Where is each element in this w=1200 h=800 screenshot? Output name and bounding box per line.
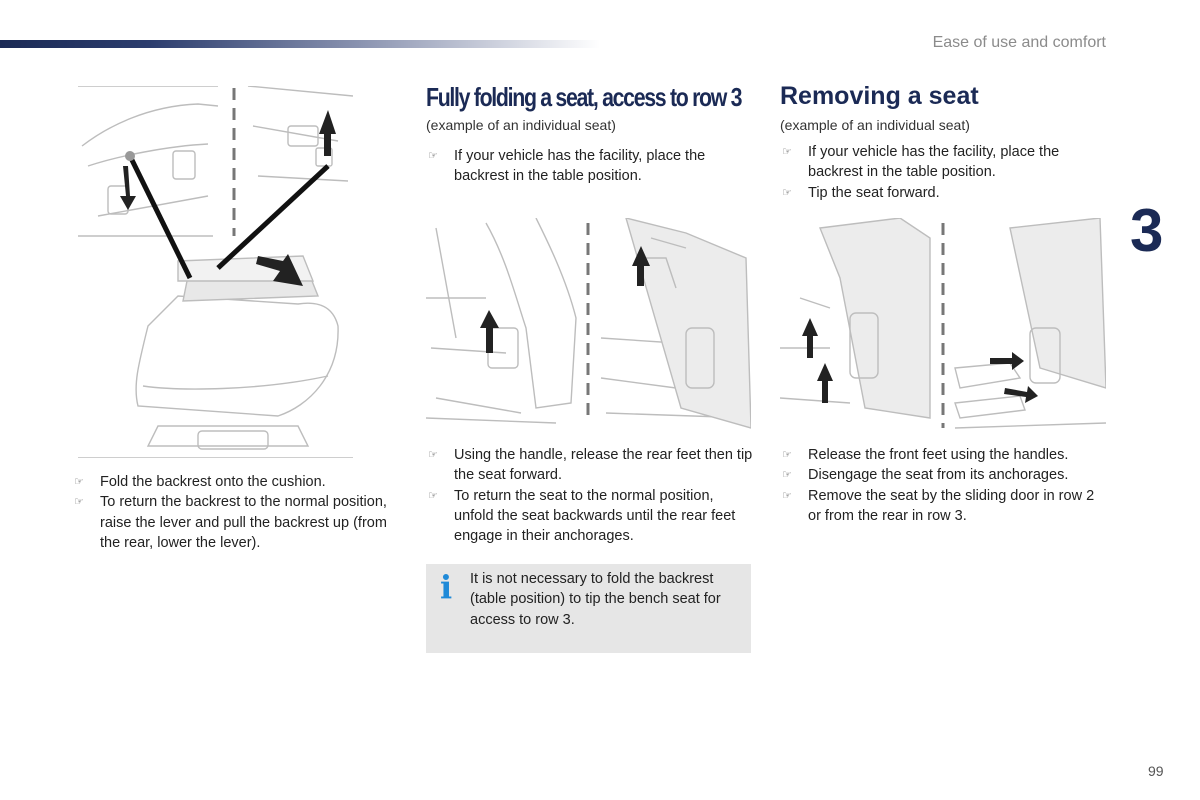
list-item: ☞ Release the front feet using the handle… — [780, 445, 1100, 465]
bullet-pointer-icon: ☞ — [782, 146, 792, 158]
section-heading-fold-seat: Fully folding a seat, access to row 3 — [426, 82, 743, 112]
bullet-pointer-icon: ☞ — [74, 496, 84, 509]
list-item: ☞ Tip the seat forward. — [780, 183, 1100, 203]
illustration-remove-seat — [780, 218, 1106, 429]
header-gradient-bar — [0, 40, 600, 48]
info-icon: i — [440, 568, 453, 606]
illustration-fold-backrest — [78, 86, 353, 458]
middle-bullets-top: ☞ If your vehicle has the facility, place… — [426, 146, 746, 187]
bullet-pointer-icon: ☞ — [428, 489, 438, 502]
bullet-pointer-icon: ☞ — [782, 186, 792, 199]
list-item: ☞ Fold the backrest onto the cushion. — [72, 472, 402, 492]
bullet-pointer-icon: ☞ — [782, 469, 792, 482]
bullet-text: Release the front feet using the handles… — [808, 447, 1069, 463]
bullet-text: Using the handle, release the rear feet … — [454, 447, 753, 484]
list-item: ☞ If your vehicle has the facility, place… — [780, 142, 1100, 183]
info-box: i It is not necessary to fold the backre… — [426, 564, 751, 653]
bullet-text: Remove the seat by the sliding door in r… — [808, 487, 1095, 524]
list-item: ☞ Remove the seat by the sliding door in … — [780, 486, 1100, 527]
bullet-text: Fold the backrest onto the cushion. — [100, 474, 326, 490]
bullet-text: If your vehicle has the facility, place … — [454, 148, 706, 185]
subtitle: (example of an individual seat) — [780, 117, 970, 133]
left-bullets: ☞ Fold the backrest onto the cushion. ☞ To… — [72, 472, 402, 553]
bullet-pointer-icon: ☞ — [782, 489, 792, 502]
section-heading-remove-seat: Removing a seat — [780, 82, 979, 110]
chapter-number: 3 — [1130, 197, 1164, 264]
section-title: Ease of use and comfort — [932, 34, 1106, 51]
list-item: ☞ To return the seat to the normal positi… — [426, 486, 756, 547]
list-item: ☞ Disengage the seat from its anchorages. — [780, 465, 1100, 485]
bullet-pointer-icon: ☞ — [428, 150, 438, 162]
bullet-text: To return the backrest to the normal pos… — [100, 494, 387, 551]
subtitle: (example of an individual seat) — [426, 117, 616, 133]
info-text: It is not necessary to fold the backrest… — [470, 571, 721, 628]
bullet-pointer-icon: ☞ — [782, 449, 792, 461]
bullet-pointer-icon: ☞ — [428, 449, 438, 461]
right-bullets-bottom: ☞ Release the front feet using the handle… — [780, 445, 1100, 526]
list-item: ☞ Using the handle, release the rear feet… — [426, 445, 756, 486]
list-item: ☞ To return the backrest to the normal po… — [72, 492, 402, 553]
bullet-text: Tip the seat forward. — [808, 184, 940, 201]
bullet-pointer-icon: ☞ — [74, 476, 84, 488]
illustration-tip-seat — [426, 218, 751, 429]
bullet-text: To return the seat to the normal positio… — [454, 487, 736, 545]
list-item: ☞ If your vehicle has the facility, place… — [426, 146, 746, 187]
page-number: 99 — [1148, 763, 1164, 779]
bullet-text: If your vehicle has the facility, place … — [808, 144, 1060, 181]
middle-bullets-bottom: ☞ Using the handle, release the rear feet… — [426, 445, 756, 546]
bullet-text: Disengage the seat from its anchorages. — [808, 467, 1069, 484]
right-bullets-top: ☞ If your vehicle has the facility, place… — [780, 142, 1100, 203]
